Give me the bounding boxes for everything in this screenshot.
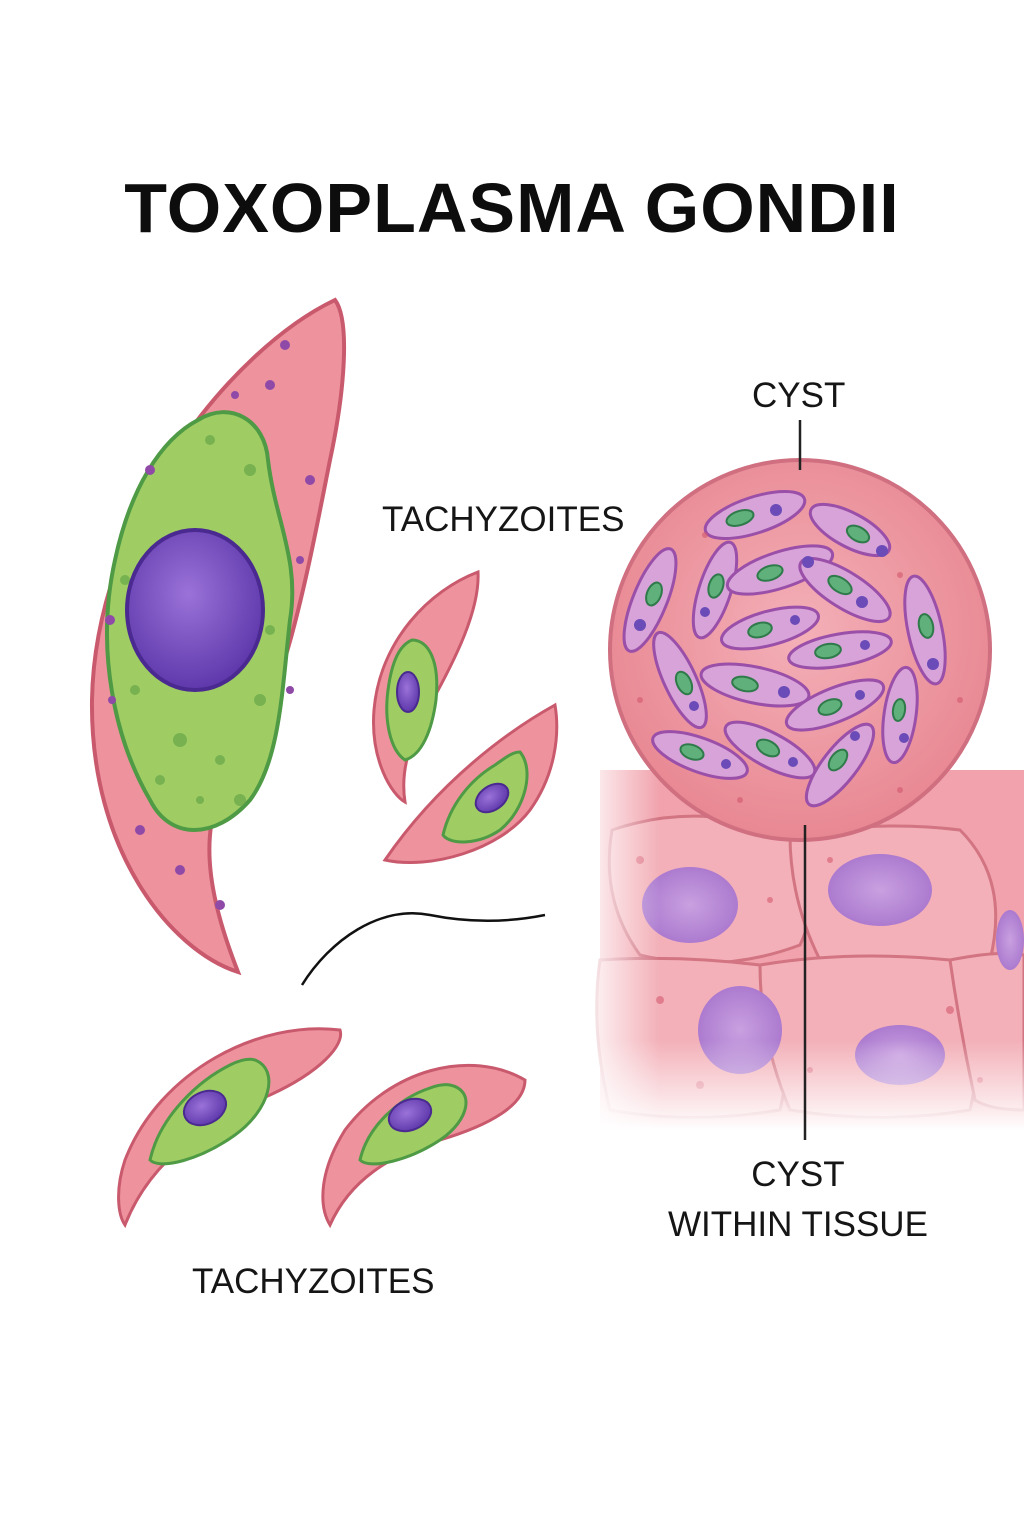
- tachyzoite-lower-1: [117, 1027, 343, 1229]
- tachyzoite-upper-2: [382, 702, 559, 865]
- label-tachyzoites-upper: TACHYZOITES: [382, 500, 625, 539]
- large-tachyzoite: [89, 297, 347, 976]
- diagram-title: TOXOPLASMA GONDII: [124, 169, 900, 247]
- large-nucleus: [125, 528, 265, 692]
- connector-curve: [300, 912, 546, 986]
- label-tachyzoites-lower: TACHYZOITES: [192, 1262, 435, 1301]
- tachyzoite-upper-1: [372, 569, 480, 805]
- label-cyst-within-tissue-line1: CYST: [751, 1155, 845, 1194]
- label-cyst: CYST: [752, 376, 846, 415]
- cyst: [608, 458, 992, 842]
- label-cyst-within-tissue-line2: WITHIN TISSUE: [668, 1205, 928, 1244]
- label-cyst-within-tissue: CYST WITHIN TISSUE: [668, 1150, 928, 1250]
- tachyzoite-lower-2: [321, 1063, 527, 1229]
